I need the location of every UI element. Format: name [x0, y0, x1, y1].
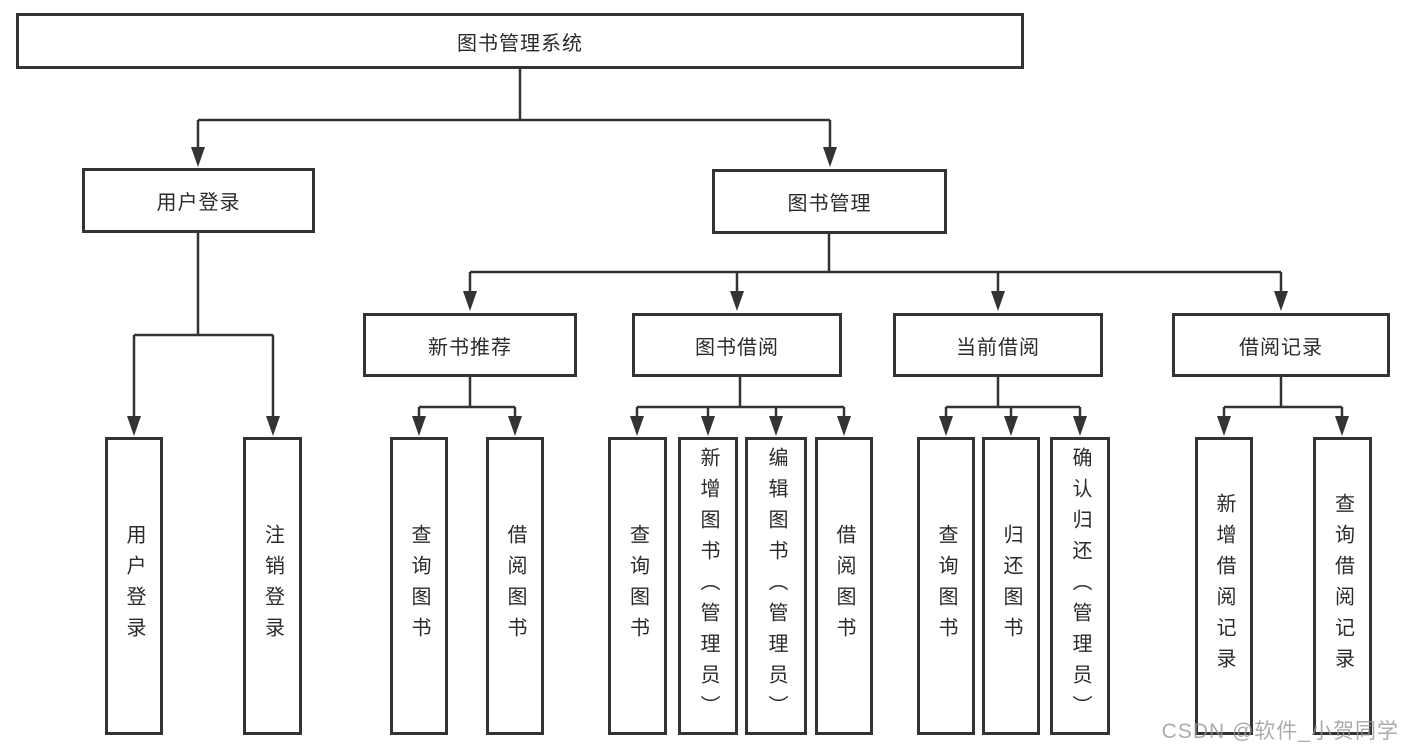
node-leaf-user-login-label: 用户登录 [123, 524, 145, 648]
node-leaf-query-books-current-label: 查询图书 [935, 524, 957, 648]
arrow-icon [730, 291, 744, 311]
arrow-icon [1004, 416, 1018, 436]
node-root: 图书管理系统 [16, 13, 1024, 69]
node-leaf-user-login: 用户登录 [105, 437, 163, 735]
csdn-watermark: CSDN @软件_小贺同学 [1161, 720, 1399, 743]
arrow-icon [1217, 416, 1231, 436]
arrow-icon [1073, 416, 1087, 436]
node-leaf-borrow-books-recommend-label: 借阅图书 [504, 524, 526, 648]
node-leaf-borrow-books-label: 借阅图书 [833, 524, 855, 648]
arrow-icon [769, 416, 783, 436]
arrow-icon [991, 291, 1005, 311]
node-new-book-recommend: 新书推荐 [363, 313, 577, 377]
node-leaf-confirm-return-admin: 确认归还（管理员） [1050, 437, 1110, 735]
node-leaf-add-book-admin: 新增图书（管理员） [678, 437, 738, 735]
node-borrow-records-label: 借阅记录 [1239, 336, 1323, 359]
node-current-borrow-label: 当前借阅 [956, 336, 1040, 359]
node-leaf-logout-label: 注销登录 [261, 524, 284, 648]
node-leaf-query-books-recommend: 查询图书 [390, 437, 448, 735]
arrow-icon [823, 147, 837, 167]
arrow-icon [1335, 416, 1349, 436]
node-book-borrow-label: 图书借阅 [695, 336, 779, 359]
node-borrow-records: 借阅记录 [1172, 313, 1390, 377]
node-leaf-query-books-borrow: 查询图书 [608, 437, 667, 735]
node-leaf-add-borrow-record: 新增借阅记录 [1195, 437, 1253, 735]
node-leaf-return-books: 归还图书 [982, 437, 1040, 735]
node-leaf-add-book-admin-label: 新增图书（管理员） [697, 446, 719, 726]
arrow-icon [127, 416, 141, 436]
node-leaf-borrow-books: 借阅图书 [815, 437, 873, 735]
node-current-borrow: 当前借阅 [893, 313, 1103, 377]
node-leaf-query-books-recommend-label: 查询图书 [408, 524, 430, 648]
arrow-icon [508, 416, 522, 436]
node-leaf-edit-book-admin: 编辑图书（管理员） [745, 437, 807, 735]
node-leaf-query-borrow-record: 查询借阅记录 [1313, 437, 1372, 735]
node-leaf-borrow-books-recommend: 借阅图书 [486, 437, 544, 735]
node-leaf-query-books-borrow-label: 查询图书 [626, 524, 649, 648]
arrow-icon [701, 416, 715, 436]
node-leaf-logout: 注销登录 [243, 437, 302, 735]
node-book-management: 图书管理 [712, 169, 947, 234]
node-book-borrow: 图书借阅 [632, 313, 842, 377]
node-leaf-query-books-current: 查询图书 [917, 437, 975, 735]
arrow-icon [939, 416, 953, 436]
node-leaf-edit-book-admin-label: 编辑图书（管理员） [765, 446, 787, 726]
arrow-icon [1274, 291, 1288, 311]
node-leaf-query-borrow-record-label: 查询借阅记录 [1331, 493, 1354, 679]
node-new-book-recommend-label: 新书推荐 [428, 336, 512, 359]
node-user-login-label: 用户登录 [156, 192, 241, 214]
arrow-icon [630, 416, 644, 436]
node-book-management-label: 图书管理 [787, 193, 872, 215]
node-root-label: 图书管理系统 [457, 32, 583, 55]
node-leaf-confirm-return-admin-label: 确认归还（管理员） [1069, 446, 1091, 726]
node-user-login: 用户登录 [82, 168, 315, 233]
node-leaf-add-borrow-record-label: 新增借阅记录 [1213, 493, 1235, 679]
arrow-icon [191, 147, 205, 167]
node-leaf-return-books-label: 归还图书 [1000, 524, 1022, 648]
arrow-icon [463, 291, 477, 311]
arrow-icon [837, 416, 851, 436]
arrow-icon [266, 416, 280, 436]
arrow-icon [412, 416, 426, 436]
